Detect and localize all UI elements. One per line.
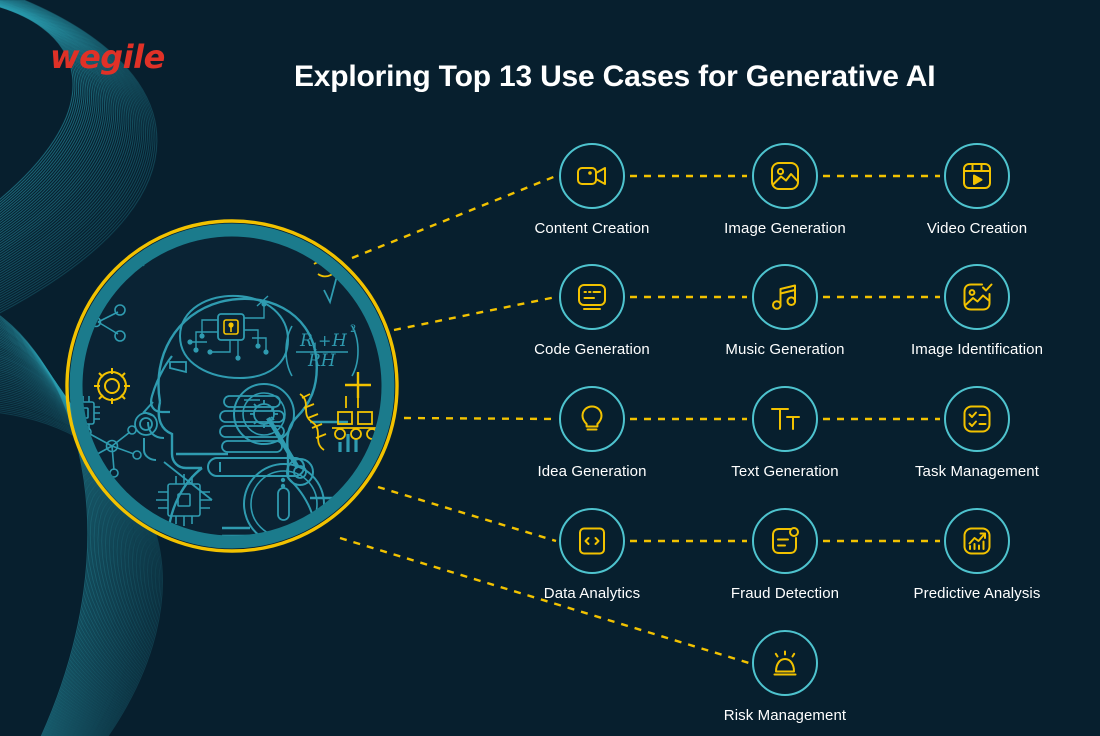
icon-ring[interactable] xyxy=(559,264,625,330)
svg-text:1: 1 xyxy=(312,342,318,353)
icon-ring[interactable] xyxy=(752,508,818,574)
svg-text:+: + xyxy=(318,331,331,350)
use-case-label: Video Creation xyxy=(926,220,1028,237)
alarm-siren-icon xyxy=(768,646,802,680)
use-case-node-text-generation[interactable]: Text Generation xyxy=(685,386,885,480)
use-case-node-video-creation[interactable]: Video Creation xyxy=(877,143,1077,237)
use-case-label: Text Generation xyxy=(731,463,839,480)
use-case-node-content-creation[interactable]: Content Creation xyxy=(492,143,692,237)
use-case-node-data-analytics[interactable]: Data Analytics xyxy=(492,508,692,602)
typography-icon xyxy=(768,402,802,436)
code-terminal-icon xyxy=(575,280,609,314)
icon-ring[interactable] xyxy=(944,143,1010,209)
document-alert-icon xyxy=(768,524,802,558)
use-case-node-risk-management[interactable]: Risk Management xyxy=(685,630,885,724)
icon-ring[interactable] xyxy=(944,264,1010,330)
icon-ring[interactable] xyxy=(752,630,818,696)
use-case-label: Image Generation xyxy=(724,220,846,237)
icon-ring[interactable] xyxy=(944,508,1010,574)
video-player-icon xyxy=(960,159,994,193)
code-file-icon xyxy=(575,524,609,558)
use-case-node-predictive-analysis[interactable]: Predictive Analysis xyxy=(877,508,1077,602)
use-case-label: Content Creation xyxy=(534,220,650,237)
icon-ring[interactable] xyxy=(752,386,818,452)
icon-ring[interactable] xyxy=(559,143,625,209)
use-case-label: Fraud Detection xyxy=(730,585,840,602)
use-case-label: Predictive Analysis xyxy=(913,585,1041,602)
use-case-node-music-generation[interactable]: Music Generation xyxy=(685,264,885,358)
svg-text:RH: RH xyxy=(307,351,337,371)
image-icon xyxy=(768,159,802,193)
image-check-icon xyxy=(960,280,994,314)
use-case-node-image-identification[interactable]: Image Identification xyxy=(877,264,1077,358)
icon-ring[interactable] xyxy=(752,264,818,330)
use-case-label: Task Management xyxy=(914,463,1040,480)
icon-ring[interactable] xyxy=(559,386,625,452)
use-case-node-image-generation[interactable]: Image Generation xyxy=(685,143,885,237)
music-note-icon xyxy=(768,280,802,314)
use-case-label: Risk Management xyxy=(723,707,847,724)
use-case-node-fraud-detection[interactable]: Fraud Detection xyxy=(685,508,885,602)
use-case-label: Idea Generation xyxy=(537,463,647,480)
icon-ring[interactable] xyxy=(559,508,625,574)
page-title: Exploring Top 13 Use Cases for Generativ… xyxy=(294,60,936,93)
svg-text:H: H xyxy=(331,331,348,351)
use-case-label: Music Generation xyxy=(725,341,845,358)
icon-ring[interactable] xyxy=(944,386,1010,452)
video-camera-icon xyxy=(575,159,609,193)
icon-ring[interactable] xyxy=(752,143,818,209)
checklist-icon xyxy=(960,402,994,436)
use-case-node-code-generation[interactable]: Code Generation xyxy=(492,264,692,358)
svg-text:R: R xyxy=(299,331,313,351)
ai-brain-illustration: R 1 + H RH 2 xyxy=(52,206,412,566)
use-case-label: Image Identification xyxy=(910,341,1044,358)
lightbulb-icon xyxy=(575,402,609,436)
bar-chart-arrow-icon xyxy=(960,524,994,558)
use-case-label: Data Analytics xyxy=(543,585,641,602)
use-case-node-task-management[interactable]: Task Management xyxy=(877,386,1077,480)
use-case-node-idea-generation[interactable]: Idea Generation xyxy=(492,386,692,480)
wegile-logo[interactable]: wegile xyxy=(50,38,165,76)
use-case-label: Code Generation xyxy=(534,341,650,358)
